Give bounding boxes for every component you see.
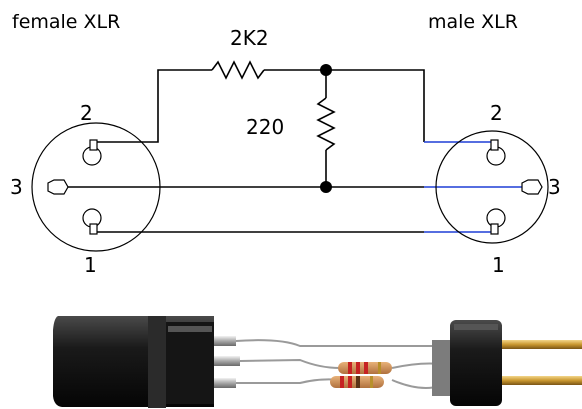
female-pin-cup-middle xyxy=(214,356,240,366)
male-pin-top xyxy=(502,340,582,349)
male-pin-3-label: 3 xyxy=(548,175,561,199)
series-resistor-2k2 xyxy=(211,60,265,80)
male-plug-insert xyxy=(450,320,502,406)
adapter-photo xyxy=(53,316,582,408)
lead-middle xyxy=(239,358,341,369)
male-pin-bottom xyxy=(502,376,582,385)
male-xlr-connector xyxy=(435,130,549,244)
female-plug-collar xyxy=(166,322,214,404)
series-resistor-label: 2K2 xyxy=(230,26,269,50)
male-xlr-label: male XLR xyxy=(428,11,518,33)
male-pin-2-label: 2 xyxy=(490,101,503,125)
female-pin-cup-top xyxy=(214,336,236,346)
female-pin-3-socket xyxy=(47,179,69,195)
lead-bottom xyxy=(236,378,341,384)
male-plug-solder-cups xyxy=(432,340,450,396)
wire-node-to-male-riser xyxy=(326,69,425,142)
photo-resistor-220 xyxy=(330,376,384,388)
female-pin-1-tab xyxy=(89,223,98,235)
schematic-wires xyxy=(66,60,425,233)
female-pin-1-label: 1 xyxy=(84,253,97,277)
male-pin-1-label: 1 xyxy=(492,253,505,277)
male-pin-3 xyxy=(521,179,543,195)
male-xlr-shell xyxy=(435,130,549,244)
male-pin-2-tab xyxy=(490,139,499,151)
female-pin-cup-bottom xyxy=(214,378,236,388)
female-xlr-shell xyxy=(31,122,161,252)
junction-top xyxy=(320,64,332,76)
wire-female-pin2-riser xyxy=(96,69,212,143)
photo-resistor-2k2 xyxy=(338,362,392,374)
male-pin-1-tab xyxy=(490,223,499,235)
female-plug-collar-highlight xyxy=(168,326,212,332)
male-side-wires xyxy=(424,141,526,233)
female-pin-3-label: 3 xyxy=(10,175,23,199)
female-xlr-label: female XLR xyxy=(12,11,120,33)
female-pin-2-tab xyxy=(89,139,98,151)
female-plug-ring xyxy=(148,316,166,408)
junction-bottom xyxy=(320,181,332,193)
lead-top xyxy=(235,339,440,347)
female-pin-2-label: 2 xyxy=(80,101,93,125)
shunt-resistor-220 xyxy=(316,97,336,151)
male-plug-insert-highlight xyxy=(454,324,498,330)
shunt-resistor-label: 220 xyxy=(246,115,284,139)
female-xlr-connector xyxy=(31,122,161,252)
